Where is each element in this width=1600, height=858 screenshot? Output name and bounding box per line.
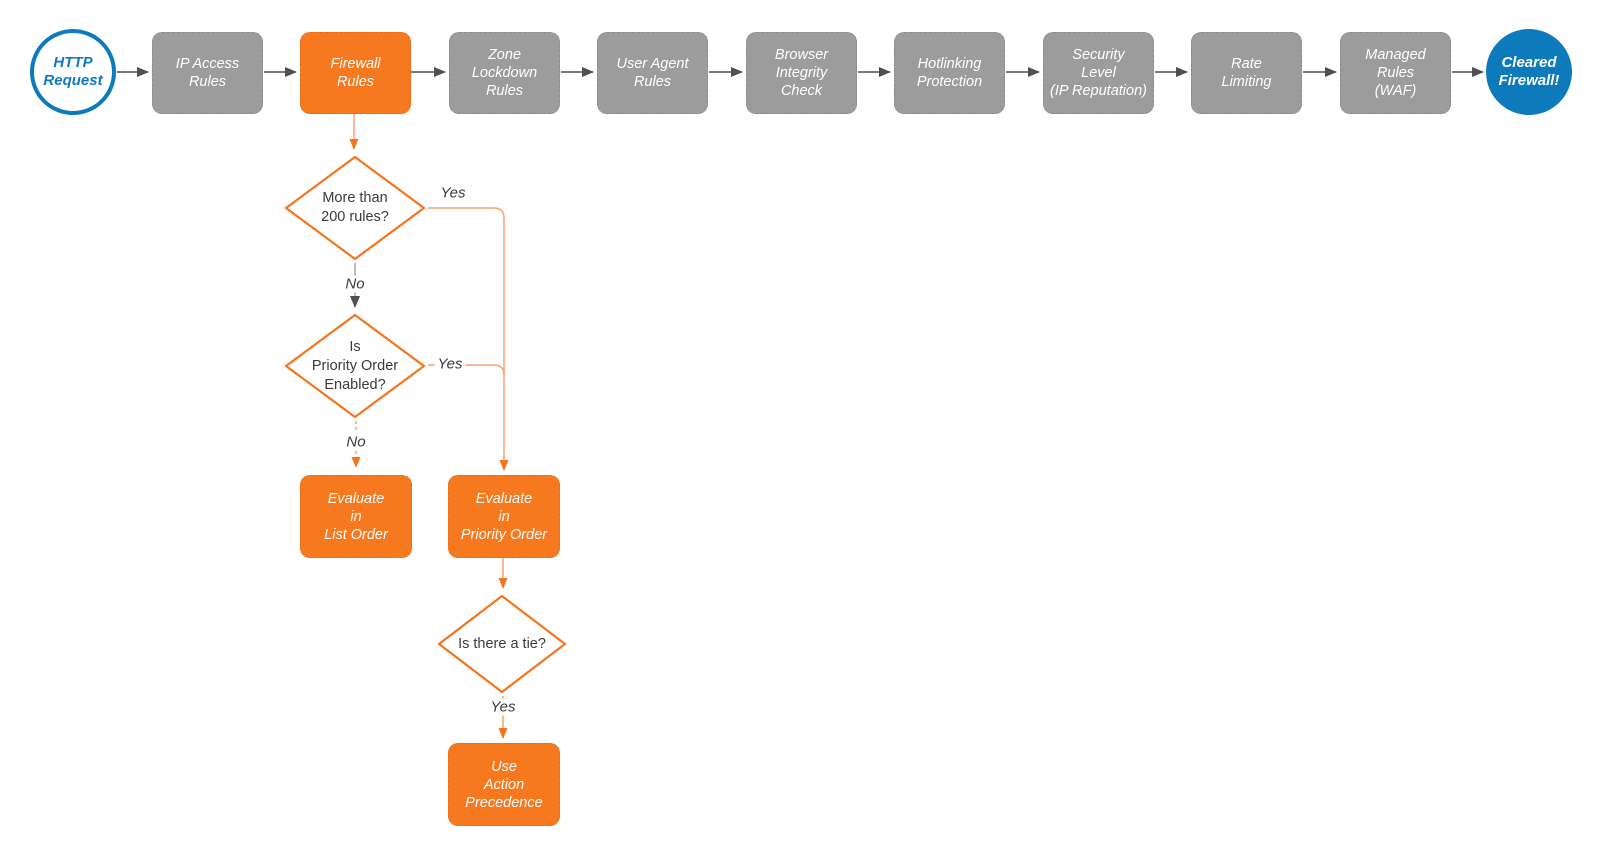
node-evaluate-in-priority-order: Evaluate in Priority Order — [448, 475, 560, 558]
edge-label-no-1: No — [342, 275, 368, 293]
node-label: Cleared Firewall! — [1498, 54, 1560, 89]
diamond-shape — [437, 594, 567, 694]
node-evaluate-in-list-order: Evaluate in List Order — [300, 475, 412, 558]
node-hotlinking-protection: Hotlinking Protection — [894, 32, 1005, 114]
node-http-request: HTTP Request — [30, 29, 116, 115]
node-rate-limiting: Rate Limiting — [1191, 32, 1302, 114]
node-security-level: Security Level (IP Reputation) — [1043, 32, 1154, 114]
decision-label: Is there a tie? — [458, 635, 546, 652]
node-ip-access-rules: IP Access Rules — [152, 32, 263, 114]
node-zone-lockdown-rules: Zone Lockdown Rules — [449, 32, 560, 114]
decision-is-there-a-tie: Is there a tie? — [436, 593, 568, 695]
node-label: Evaluate in Priority Order — [460, 490, 548, 543]
node-browser-integrity-check: Browser Integrity Check — [746, 32, 857, 114]
node-label: Zone Lockdown Rules — [471, 47, 538, 99]
diamond-shape — [284, 313, 426, 419]
node-label: Use Action Precedence — [465, 758, 543, 811]
node-cleared-firewall: Cleared Firewall! — [1486, 29, 1572, 115]
node-firewall-rules: Firewall Rules — [300, 32, 411, 114]
decision-label: More than 200 rules? — [321, 190, 389, 225]
node-label: HTTP Request — [43, 54, 103, 89]
node-label: Rate Limiting — [1221, 56, 1272, 90]
edge-label-no-2: No — [343, 433, 369, 451]
decision-priority-order-enabled: Is Priority Order Enabled? — [283, 312, 427, 420]
edge-label-yes-2: Yes — [434, 355, 466, 373]
node-label: Firewall Rules — [330, 56, 381, 90]
diamond-shape — [284, 155, 426, 261]
node-label: Evaluate in List Order — [324, 490, 388, 543]
node-label: Security Level (IP Reputation) — [1050, 47, 1147, 99]
decision-more-than-200-rules: More than 200 rules? — [283, 154, 427, 262]
node-managed-rules-waf: Managed Rules (WAF) — [1340, 32, 1451, 114]
edge-label-yes-3: Yes — [487, 698, 519, 716]
edge-label-yes-1: Yes — [437, 184, 469, 202]
node-label: Hotlinking Protection — [916, 56, 983, 90]
node-user-agent-rules: User Agent Rules — [597, 32, 708, 114]
node-label: Browser Integrity Check — [774, 47, 829, 99]
node-use-action-precedence: Use Action Precedence — [448, 743, 560, 826]
node-label: User Agent Rules — [616, 56, 689, 90]
decision-label: Is Priority Order Enabled? — [311, 338, 399, 393]
node-label: Managed Rules (WAF) — [1365, 47, 1426, 99]
edge-decision1-yes — [428, 207, 509, 471]
node-label: IP Access Rules — [175, 56, 240, 90]
